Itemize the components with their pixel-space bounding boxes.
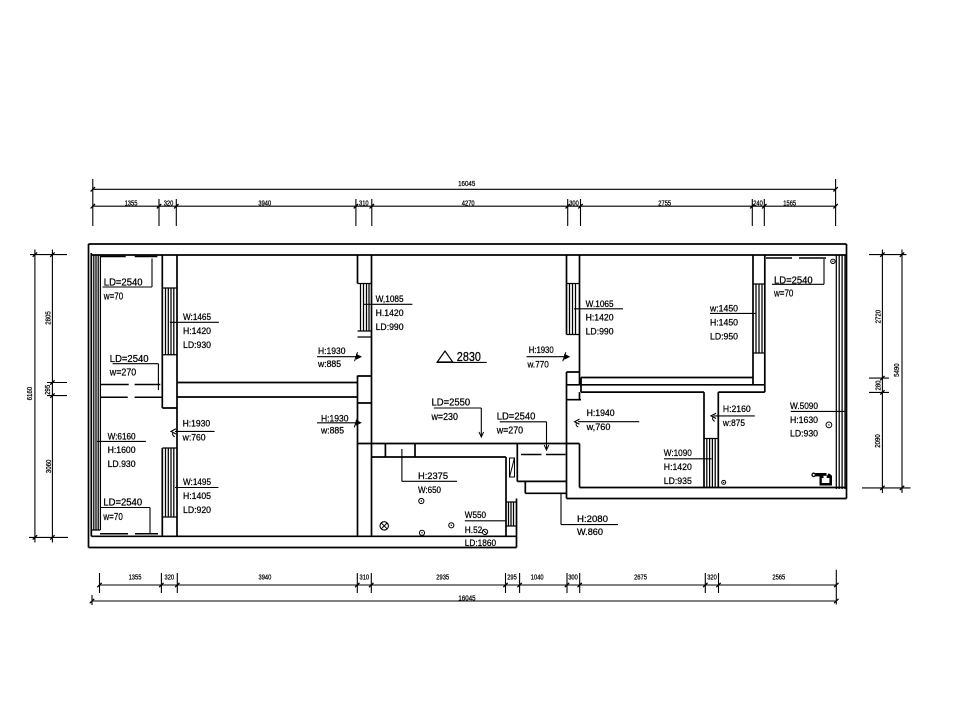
svg-text:W,1085: W,1085 xyxy=(376,294,404,304)
svg-text:16045: 16045 xyxy=(458,181,475,188)
svg-text:310: 310 xyxy=(359,201,369,208)
svg-text:2565: 2565 xyxy=(772,574,785,581)
svg-text:W:1090: W:1090 xyxy=(664,448,692,458)
svg-text:H:2160: H:2160 xyxy=(723,404,751,414)
svg-text:LD=2540: LD=2540 xyxy=(103,498,142,509)
svg-text:LD:950: LD:950 xyxy=(710,331,738,341)
svg-text:LD:920: LD:920 xyxy=(183,505,211,515)
svg-text:w=70: w=70 xyxy=(103,512,124,523)
svg-text:w.770: w.770 xyxy=(527,359,549,369)
svg-text:320: 320 xyxy=(164,201,174,208)
svg-text:H:2375: H:2375 xyxy=(418,471,448,481)
svg-text:6160: 6160 xyxy=(27,387,34,401)
svg-text:H:1930: H:1930 xyxy=(183,419,211,429)
svg-text:1355: 1355 xyxy=(125,201,138,208)
svg-text:2830: 2830 xyxy=(457,349,481,364)
svg-text:H.1420: H.1420 xyxy=(376,308,404,318)
svg-text:LD=2540: LD=2540 xyxy=(774,275,813,286)
svg-text:H:1930: H:1930 xyxy=(318,346,346,356)
svg-text:H:1420: H:1420 xyxy=(586,313,614,323)
svg-text:w=230: w=230 xyxy=(431,412,459,423)
svg-text:280: 280 xyxy=(876,380,883,390)
svg-text:w:760: w:760 xyxy=(182,433,206,443)
svg-text:W.860: W.860 xyxy=(577,527,603,537)
svg-text:295: 295 xyxy=(507,574,517,581)
svg-text:3940: 3940 xyxy=(259,574,272,581)
svg-text:W.1065: W.1065 xyxy=(586,299,614,309)
svg-text:H:1940: H:1940 xyxy=(587,408,615,418)
svg-text:3940: 3940 xyxy=(258,201,271,208)
svg-text:H.52: H.52 xyxy=(465,525,483,535)
svg-text:LD:935: LD:935 xyxy=(664,476,692,486)
svg-text:H:1930: H:1930 xyxy=(529,345,554,355)
svg-text:H:1420: H:1420 xyxy=(183,326,211,336)
svg-text:2090: 2090 xyxy=(875,434,882,448)
svg-text:300: 300 xyxy=(568,574,578,581)
svg-text:300: 300 xyxy=(569,201,579,208)
svg-text:w:885: w:885 xyxy=(320,426,344,436)
svg-text:H:1405: H:1405 xyxy=(183,491,211,501)
svg-text:w=70: w=70 xyxy=(773,289,794,300)
svg-text:310: 310 xyxy=(360,574,370,581)
svg-text:5490: 5490 xyxy=(894,363,901,377)
svg-text:LD:990: LD:990 xyxy=(586,327,614,337)
svg-text:W550: W550 xyxy=(465,510,486,520)
svg-text:W.5090: W.5090 xyxy=(790,401,818,411)
svg-text:3060: 3060 xyxy=(46,460,53,474)
svg-text:LD:1860: LD:1860 xyxy=(465,538,496,548)
svg-text:w:885: w:885 xyxy=(317,359,341,369)
svg-text:H:1450: H:1450 xyxy=(710,317,738,327)
svg-text:W:6160: W:6160 xyxy=(108,432,136,442)
svg-text:w,760: w,760 xyxy=(586,422,611,432)
svg-text:295: 295 xyxy=(45,385,52,395)
svg-text:LD=2540: LD=2540 xyxy=(110,354,149,365)
svg-text:16045: 16045 xyxy=(458,595,475,602)
svg-text:w=70: w=70 xyxy=(103,292,124,303)
svg-text:2805: 2805 xyxy=(45,311,52,325)
svg-text:LD=2540: LD=2540 xyxy=(497,412,536,423)
svg-text:LD=2550: LD=2550 xyxy=(432,398,471,409)
svg-text:W:1495: W:1495 xyxy=(183,477,211,487)
svg-text:w=270: w=270 xyxy=(109,368,137,379)
svg-text:H:1600: H:1600 xyxy=(108,445,136,455)
svg-text:2755: 2755 xyxy=(658,201,671,208)
svg-text:LD:990: LD:990 xyxy=(376,322,404,332)
svg-text:1565: 1565 xyxy=(783,201,796,208)
svg-text:H:2080: H:2080 xyxy=(577,514,608,524)
svg-text:LD:930: LD:930 xyxy=(183,340,211,350)
svg-text:LD=2540: LD=2540 xyxy=(104,278,143,289)
svg-text:w:875: w:875 xyxy=(722,418,745,428)
svg-text:1040: 1040 xyxy=(531,574,544,581)
svg-text:2675: 2675 xyxy=(634,574,647,581)
svg-text:H:1930: H:1930 xyxy=(321,413,349,423)
svg-text:320: 320 xyxy=(165,574,175,581)
svg-text:4270: 4270 xyxy=(462,201,475,208)
svg-text:240: 240 xyxy=(753,201,763,208)
svg-text:320: 320 xyxy=(707,574,717,581)
svg-text:LD:930: LD:930 xyxy=(790,429,818,439)
svg-text:1355: 1355 xyxy=(129,574,142,581)
svg-text:LD.930: LD.930 xyxy=(108,459,136,469)
svg-text:W:1465: W:1465 xyxy=(183,312,211,322)
svg-text:W:650: W:650 xyxy=(418,485,441,495)
svg-text:w=270: w=270 xyxy=(496,425,524,436)
svg-text:2935: 2935 xyxy=(436,574,449,581)
svg-text:w:1450: w:1450 xyxy=(709,304,738,314)
svg-text:2720: 2720 xyxy=(876,310,883,324)
svg-text:H:1420: H:1420 xyxy=(664,462,692,472)
svg-text:H:1630: H:1630 xyxy=(790,415,818,425)
